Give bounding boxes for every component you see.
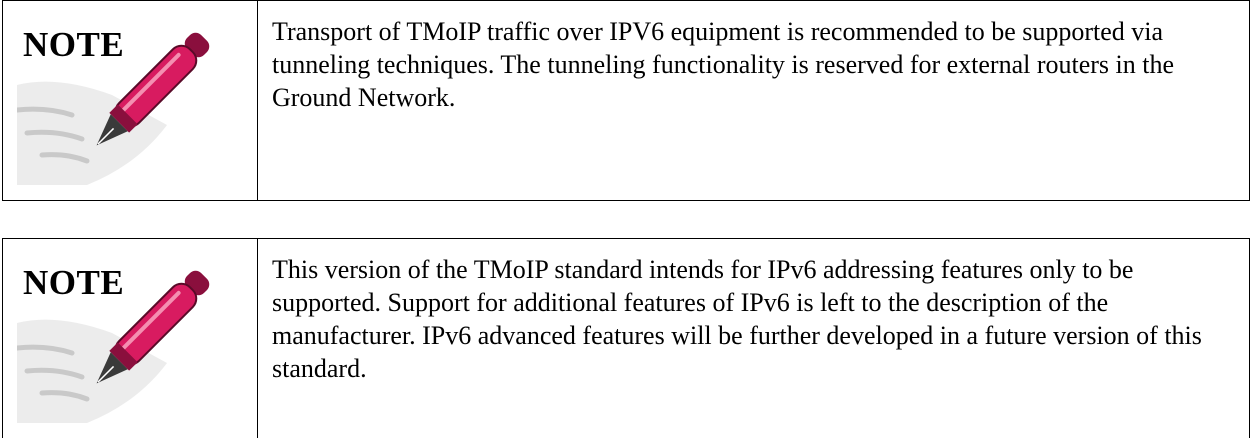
note-icon-cell: NOTE	[3, 1, 258, 200]
note-text-cell: This version of the TMoIP standard inten…	[258, 239, 1249, 438]
note-box: NOTE This version of the TMoIP standard …	[2, 238, 1250, 438]
note-icon-cell: NOTE	[3, 239, 258, 438]
note-label: NOTE	[23, 263, 125, 302]
note-text: This version of the TMoIP standard inten…	[272, 255, 1202, 383]
note-text: Transport of TMoIP traffic over IPV6 equ…	[272, 17, 1175, 112]
note-box: NOTE Transport of TMoIP traffic over IPV…	[2, 0, 1250, 201]
pen-on-paper-icon	[17, 32, 210, 185]
note-text-cell: Transport of TMoIP traffic over IPV6 equ…	[258, 1, 1249, 200]
note-label: NOTE	[23, 25, 125, 64]
pen-on-paper-icon	[17, 270, 210, 423]
